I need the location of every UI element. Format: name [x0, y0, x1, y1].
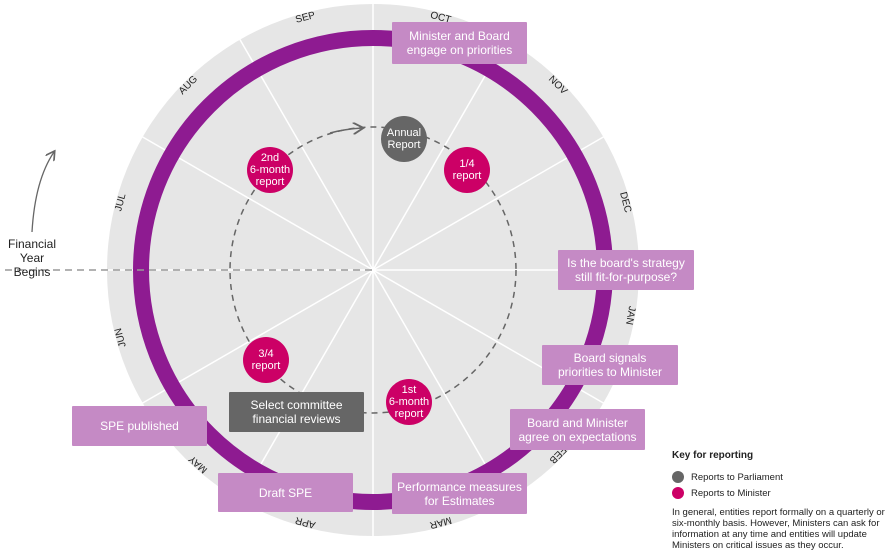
- month-label-dec: DEC: [617, 191, 633, 214]
- month-label-apr: APR: [294, 514, 317, 530]
- event-spe-published: SPE published: [72, 406, 207, 446]
- financial-year-arrow-icon: [31, 152, 54, 233]
- financial-year-label: Financial Year Begins: [7, 237, 57, 279]
- event-minister-board: Minister and Board engage on priorities: [392, 22, 527, 64]
- month-label-jan: JAN: [623, 305, 637, 326]
- month-spoke: [372, 136, 604, 271]
- key-note: In general, entities report formally on …: [672, 507, 885, 551]
- event-select-committee: Select committee financial reviews: [229, 392, 364, 432]
- report-quarter-3: 3/4 report: [243, 337, 289, 383]
- month-label-jul: JUL: [113, 192, 128, 212]
- month-spoke: [142, 136, 374, 271]
- report-quarter-1: 1/4 report: [444, 147, 490, 193]
- report-annual: Annual Report: [381, 116, 427, 162]
- month-spoke: [239, 39, 374, 271]
- event-performance-measures: Performance measures for Estimates: [392, 473, 527, 514]
- event-board-signals: Board signals priorities to Minister: [542, 345, 678, 385]
- parliament-swatch: [672, 471, 684, 483]
- month-spoke: [239, 269, 374, 501]
- month-spoke: [372, 269, 507, 501]
- month-label-sep: SEP: [294, 10, 316, 26]
- key-parliament: Reports to Parliament: [691, 471, 783, 483]
- month-spoke: [142, 269, 374, 404]
- minister-swatch: [672, 487, 684, 499]
- event-agree-expectations: Board and Minister agree on expectations: [510, 409, 645, 450]
- month-label-oct: OCT: [429, 10, 452, 26]
- key-title: Key for reporting: [672, 450, 754, 461]
- reporting-key: Key for reporting Reports to Parliament …: [672, 450, 892, 551]
- month-label-jun: JUN: [113, 327, 129, 349]
- event-strategy: Is the board's strategy still fit-for-pu…: [558, 250, 694, 290]
- key-minister: Reports to Minister: [691, 487, 771, 499]
- report-second-half: 2nd 6-month report: [247, 147, 293, 193]
- cycle-arrow-icon: [329, 128, 362, 133]
- reporting-cycle-dashed: [229, 126, 517, 414]
- month-spoke: [372, 39, 507, 271]
- event-draft-spe: Draft SPE: [218, 473, 353, 512]
- report-first-half: 1st 6-month report: [386, 379, 432, 425]
